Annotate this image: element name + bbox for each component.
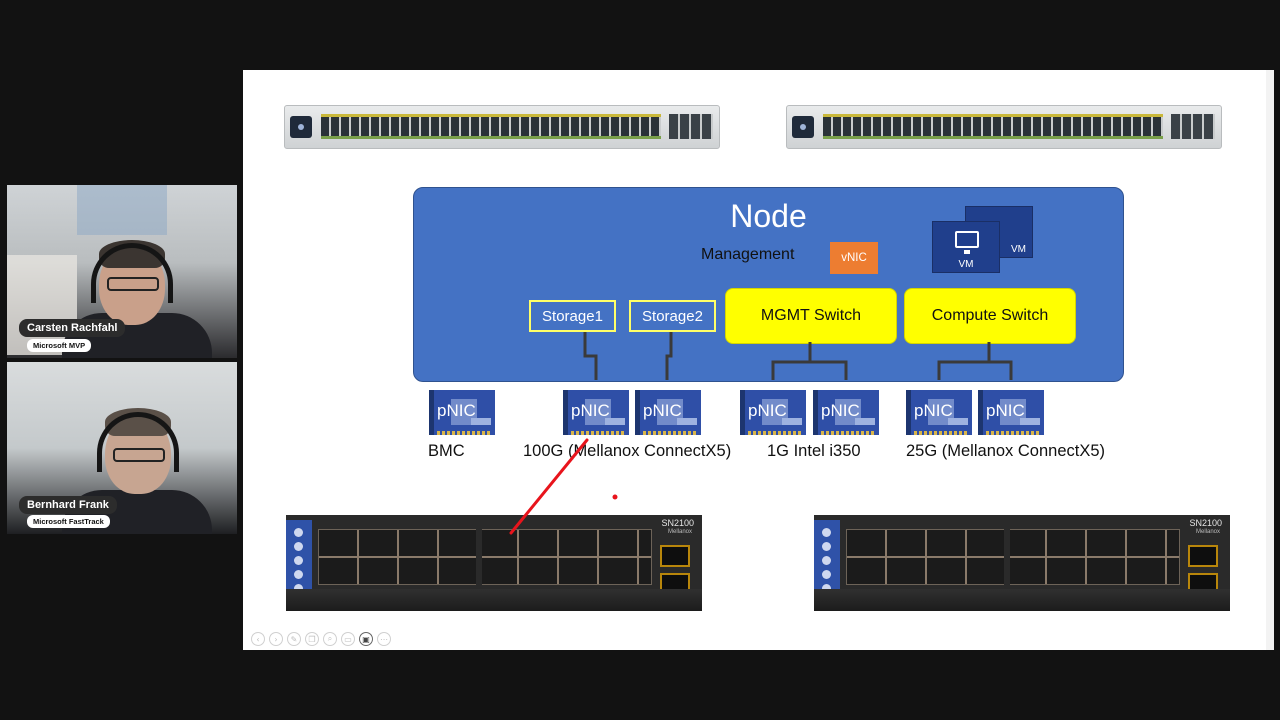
mgmt-switch-box: MGMT Switch [725,288,897,344]
switch-brand: Mellanox [1195,529,1220,535]
pnic-bar [605,418,625,425]
vm-back-label: VM [1011,244,1026,255]
pnic-label: pNIC [914,401,953,420]
pnic-label: pNIC [643,401,682,420]
pnic-bar [677,418,697,425]
nic-label-bmc: BMC [428,442,465,460]
storage1-box: Storage1 [529,300,616,332]
participant-role: Microsoft FastTrack [27,515,110,528]
nic-label-1g: 1G Intel i350 [767,442,861,460]
switch-bottom [286,589,702,611]
copy-icon[interactable]: ❐ [305,632,319,646]
management-label: Management [701,246,795,263]
pnic-label: pNIC [571,401,610,420]
node-box: Node Management vNIC VM VM Storage1 Stor… [413,187,1124,382]
node-title: Node [730,198,807,234]
mellanox-switch-right: SN2100 Mellanox [814,515,1230,611]
pnic-edge [914,431,968,435]
participant-name: Bernhard Frank [19,496,117,514]
slide-toolbar: ‹ › ✎ ❐ ⌕ ▭ ▣ ⋯ [251,632,391,646]
pnic-storage2: pNIC [635,390,701,435]
participant-name: Carsten Rachfahl [19,319,126,337]
switch-sfp-ports [1171,114,1215,139]
pen-icon[interactable]: ✎ [287,632,301,646]
pnic-edge [821,431,875,435]
switch-model: SN2100 [661,518,694,528]
participant-video-bernhard[interactable]: Bernhard Frank Microsoft FastTrack [7,362,237,534]
pnic-edge [748,431,802,435]
background-painting [77,185,167,235]
laser-stroke [509,438,589,535]
participant-video-carsten[interactable]: Carsten Rachfahl Microsoft MVP [7,185,237,358]
monitor-icon [955,231,979,254]
mellanox-switch-left: SN2100 Mellanox [286,515,702,611]
qsfp-cages [846,529,1180,585]
switch-bottom [814,589,1230,611]
nic-label-25g: 25G (Mellanox ConnectX5) [906,442,1106,460]
pnic-storage1: pNIC [563,390,629,435]
next-icon[interactable]: › [269,632,283,646]
pnic-bar [1020,418,1040,425]
compute-switch-box: Compute Switch [904,288,1076,344]
cage-divider [476,529,482,585]
vm-front: VM [932,221,1000,273]
pnic-mgmt-2: pNIC [813,390,879,435]
zoom-icon[interactable]: ⌕ [323,632,337,646]
subtitle-icon[interactable]: ▭ [341,632,355,646]
network-switch-image-left [284,105,720,149]
pnic-label: pNIC [437,401,476,420]
laser-pointer-annotation [509,438,618,535]
pnic-mgmt-1: pNIC [740,390,806,435]
pnic-bar [782,418,802,425]
pnic-edge [643,431,697,435]
prev-icon[interactable]: ‹ [251,632,265,646]
cage-divider [1004,529,1010,585]
storage2-box: Storage2 [629,300,716,332]
headset-icon [91,243,173,303]
pnic-label: pNIC [748,401,787,420]
switch-display-icon [290,116,312,138]
pnic-compute-2: pNIC [978,390,1044,435]
switch-model: SN2100 [1189,518,1222,528]
switch-ports [321,114,661,139]
participant-role: Microsoft MVP [27,339,92,352]
rj45-port [660,545,690,567]
network-switch-image-right [786,105,1222,149]
camera-icon[interactable]: ▣ [359,632,373,646]
laser-dot [612,494,618,500]
glasses-icon [107,277,159,291]
more-icon[interactable]: ⋯ [377,632,391,646]
headset-icon [97,412,179,472]
vnic-card: vNIC [830,242,878,274]
rj45-port [1188,545,1218,567]
switch-display-icon [792,116,814,138]
switch-brand: Mellanox [667,529,692,535]
glasses-icon [113,448,165,462]
pnic-label: pNIC [986,401,1025,420]
pnic-bar [471,418,491,425]
presentation-slide: Node Management vNIC VM VM Storage1 Stor… [243,70,1274,650]
vm-label: VM [958,259,974,270]
pnic-bmc: pNIC [429,390,495,435]
pnic-compute-1: pNIC [906,390,972,435]
connection-lines [583,332,1013,380]
switch-ports [823,114,1163,139]
pnic-edge [571,431,625,435]
slide-scrollbar[interactable] [1266,70,1274,650]
pnic-bar [948,418,968,425]
pnic-edge [986,431,1040,435]
pnic-edge [437,431,491,435]
qsfp-cages [318,529,652,585]
pnic-bar [855,418,875,425]
switch-sfp-ports [669,114,713,139]
pnic-label: pNIC [821,401,860,420]
